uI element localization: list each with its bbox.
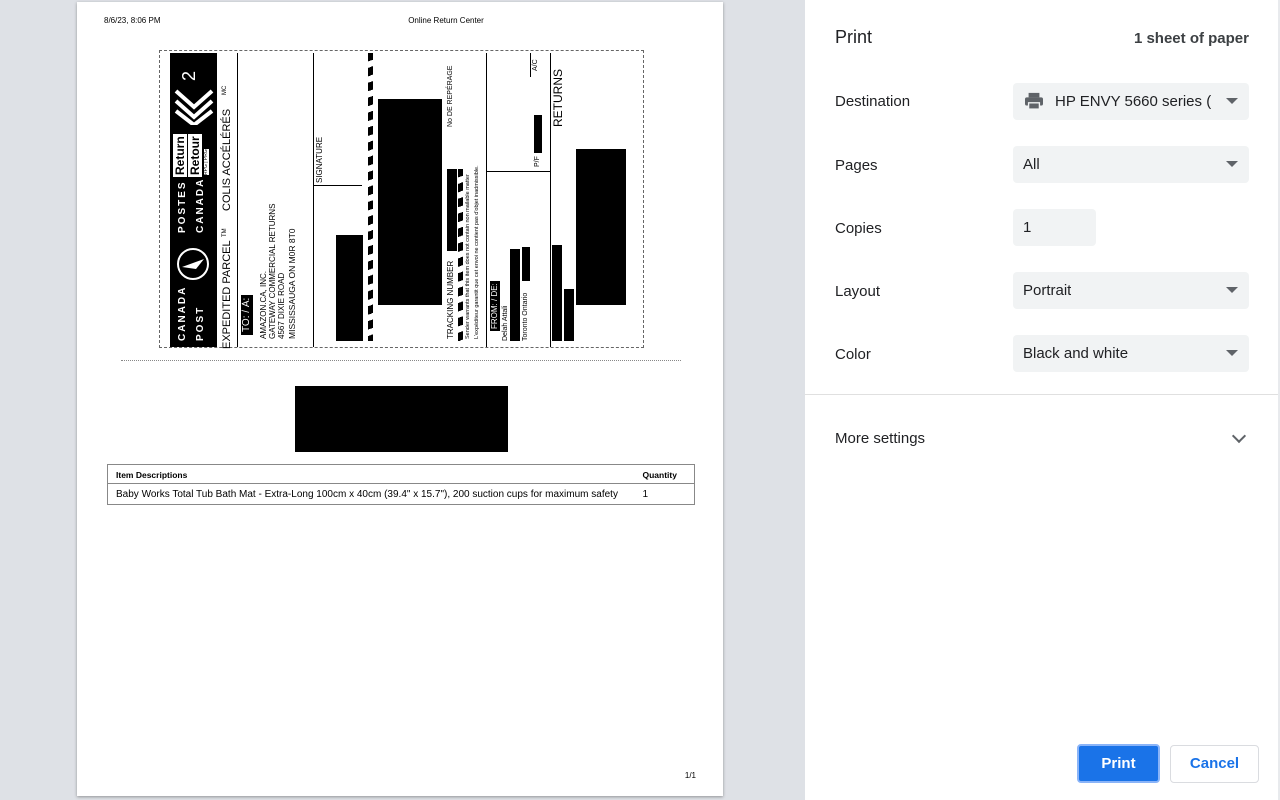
sheet-count: 1 sheet of paper [1133,30,1249,47]
pf-label: P/F [534,156,541,167]
pages-label: Pages [835,157,878,174]
layout-value: Portrait [1023,282,1072,299]
preview-page: 8/6/23, 8:06 PM Online Return Center CAN… [77,2,723,796]
color-select[interactable]: Black and white [1013,335,1249,372]
redacted-block [510,249,520,341]
label-rule [314,185,362,186]
table-row: Baby Works Total Tub Bath Mat - Extra-Lo… [108,484,695,505]
divider [805,394,1280,395]
redacted-barcode [295,386,508,452]
print-preview-area: 8/6/23, 8:06 PM Online Return Center CAN… [77,2,723,796]
dropdown-arrow-icon [1226,161,1238,167]
signature-label: SIGNATURE [315,136,324,183]
items-table: Item Descriptions Quantity Baby Works To… [107,464,695,505]
destination-select[interactable]: HP ENVY 5660 series ( [1013,83,1249,120]
item-description: Baby Works Total Tub Bath Mat - Extra-Lo… [116,489,618,500]
returns-label: RETURNS [551,68,565,127]
chevron-down-icon[interactable] [1231,428,1247,444]
label-rule [550,53,551,347]
page-header-date: 8/6/23, 8:06 PM [104,16,161,25]
pages-value: All [1023,156,1040,173]
dropdown-arrow-icon [1226,287,1238,293]
copies-label: Copies [835,220,882,237]
to-label: TO: / À: [241,294,253,335]
service-name-en: EXPEDITED PARCEL [221,240,233,349]
label-rule [487,171,551,172]
item-quantity: 1 [642,489,649,500]
to-address-line4: MISSISSAUGA ON M0R 8T0 [287,228,297,339]
cancel-button[interactable]: Cancel [1170,745,1259,783]
barcode-edge [368,53,373,341]
label-rule [237,53,238,347]
table-header-row: Item Descriptions Quantity [107,464,695,484]
cut-line [121,360,681,361]
barcode-edge [458,169,463,341]
redacted-block [564,289,574,341]
redacted-block [552,245,562,341]
carrier-word-canada-fr: CANADA [195,177,206,233]
destination-label: Destination [835,93,911,110]
more-settings-toggle[interactable]: More settings [835,430,926,447]
color-value: Black and white [1023,345,1129,362]
layout-select[interactable]: Portrait [1013,272,1249,309]
return-en: Return [173,134,187,177]
carrier-word-postes: POSTES [177,180,188,233]
label-rule [530,53,531,77]
carrier-word-canada: CANADA [177,285,188,341]
page-header-title: Online Return Center [408,16,484,25]
redacted-block [534,115,542,153]
redacted-block [447,169,457,251]
redacted-block [522,247,530,281]
redacted-barcode [378,99,442,305]
ac-label: A/C [532,59,539,71]
shipping-label: CANADA POST POSTES CANADA Return Retour … [159,50,644,349]
redacted-block [336,235,363,341]
dropdown-arrow-icon [1226,350,1238,356]
from-label: FROM: / DE: [490,281,500,331]
carrier-eagle-icon [177,248,209,280]
chevron-service-icon [174,89,214,125]
rpg-prg: RPG | PRG [203,149,209,175]
pages-select[interactable]: All [1013,146,1249,183]
tracking-number-label: TRACKING NUMBER [446,260,455,339]
redacted-block [576,149,626,305]
print-settings-panel: Print 1 sheet of paper Destination HP EN… [805,0,1280,800]
printer-icon [1025,92,1043,110]
from-name: Delah Attali [502,305,509,341]
service-number: 2 [179,70,199,81]
return-fr: Retour [188,134,202,177]
to-address-line1: AMAZON.CA, INC. [259,270,268,339]
scrollbar[interactable] [1278,0,1280,800]
col-item-descriptions: Item Descriptions [107,464,635,484]
label-rule [486,53,487,347]
print-button[interactable]: Print [1077,744,1160,783]
warrant-fr: L'expéditeur garantit que cet envoi ne c… [474,165,480,339]
trademark-tm: TM [222,228,228,237]
destination-value: HP ENVY 5660 series ( [1055,93,1212,110]
page-number: 1/1 [684,771,696,780]
dropdown-arrow-icon [1226,98,1238,104]
to-address-line2: GATEWAY COMMERCIAL RETURNS [268,203,277,339]
label-rule [313,53,314,347]
service-name-fr: COLIS ACCÉLÉRÉS [221,108,233,211]
color-label: Color [835,346,871,363]
to-address-line3: 4567 DIXIE ROAD [277,272,286,339]
col-quantity: Quantity [634,464,695,484]
from-city: Toronto Ontario [522,292,529,341]
panel-title: Print [835,27,873,47]
layout-label: Layout [835,283,881,300]
warrant-en: Sender warrants that this item does not … [465,174,471,339]
no-reperage-label: No DE REPÉRAGE [447,65,454,127]
copies-input[interactable]: 1 [1013,209,1096,246]
carrier-word-post: POST [195,305,206,341]
trademark-mc: MC [222,85,228,95]
